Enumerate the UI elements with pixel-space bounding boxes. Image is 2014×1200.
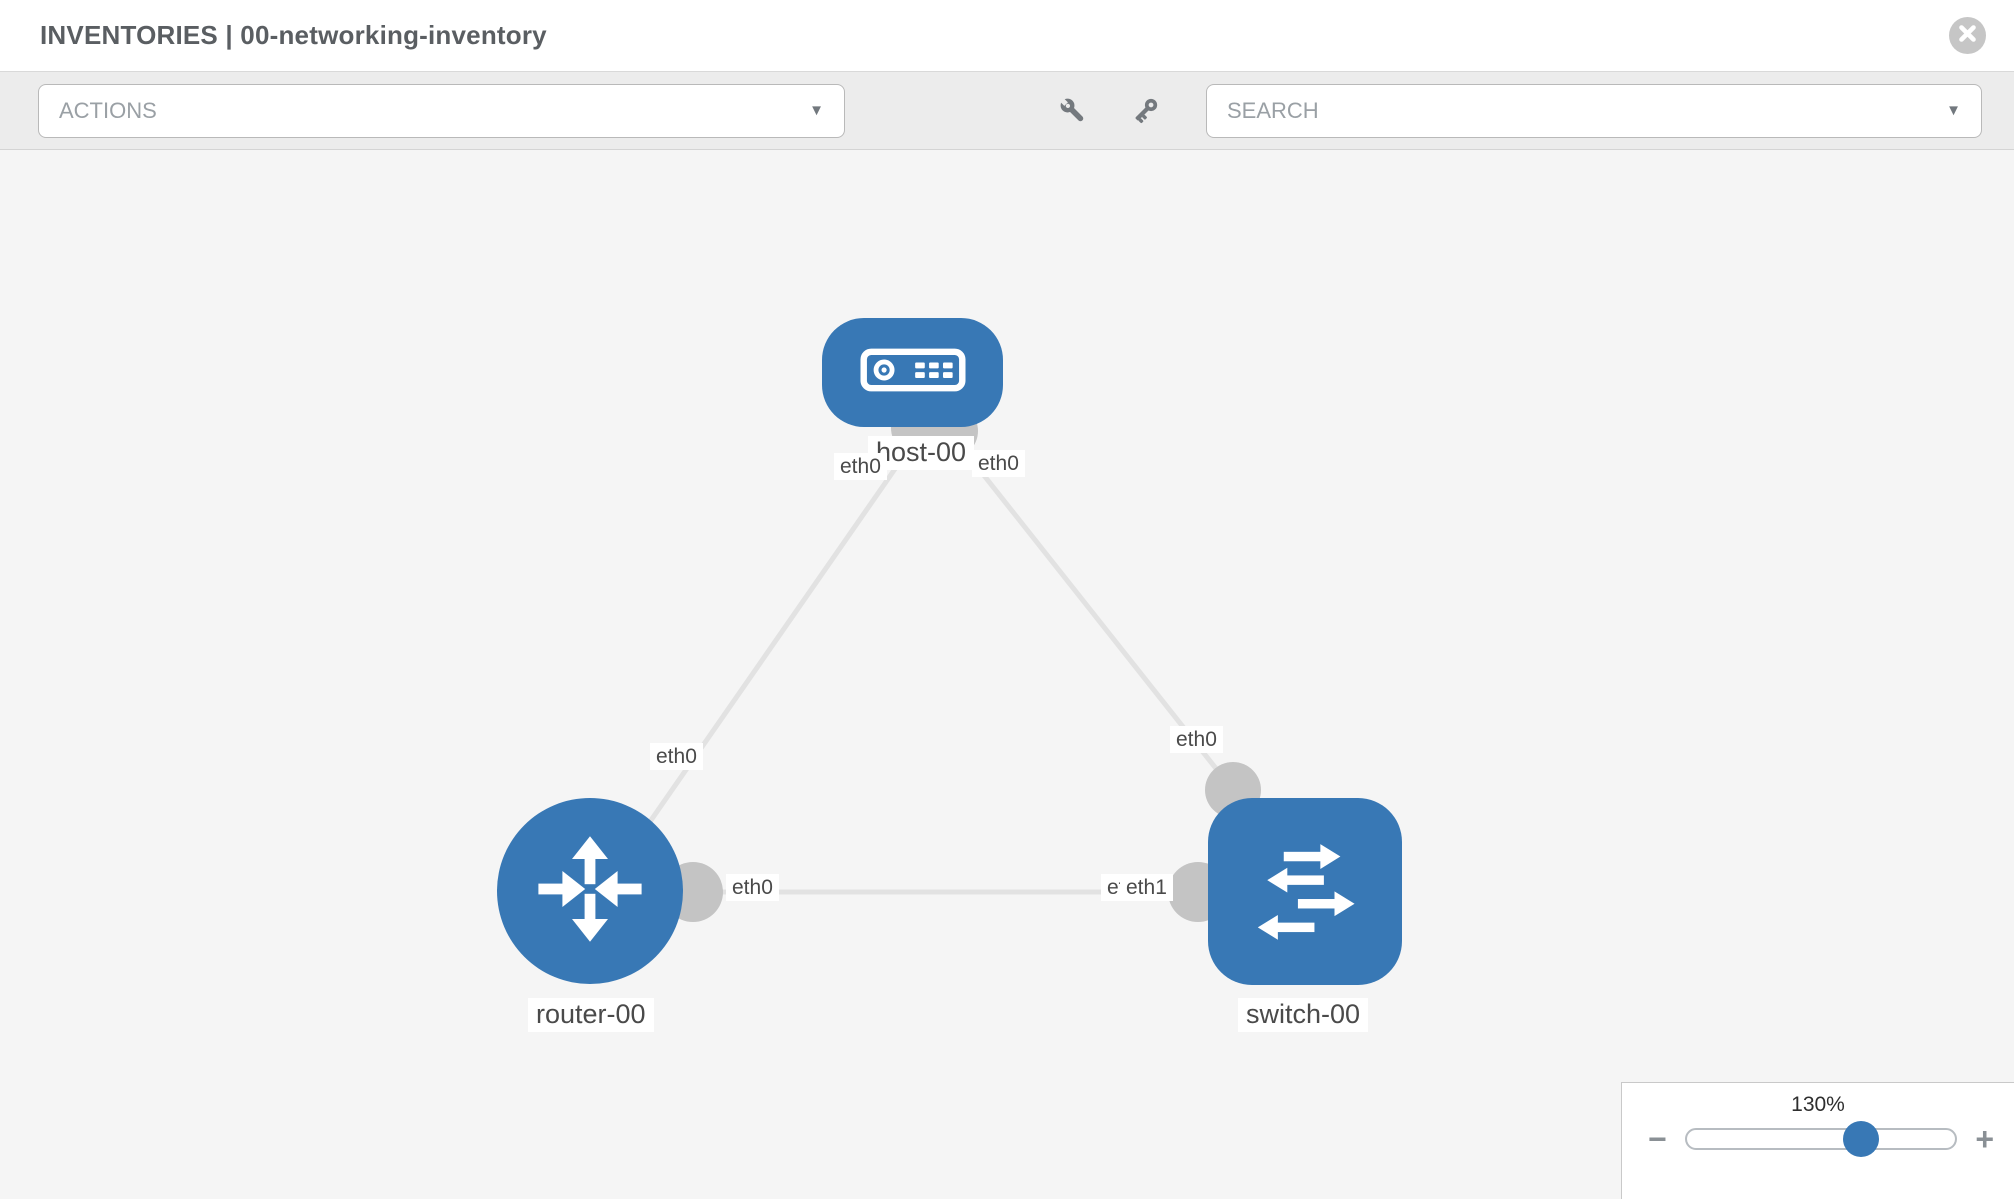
zoom-slider-track[interactable] bbox=[1684, 1121, 1958, 1157]
interface-label: eth0 bbox=[726, 874, 779, 902]
chevron-down-icon: ▼ bbox=[1946, 102, 1961, 119]
zoom-slider-handle[interactable] bbox=[1843, 1121, 1880, 1157]
interface-label: eth0 bbox=[834, 453, 887, 481]
interface-label: eth0 bbox=[972, 450, 1025, 478]
node-router-00[interactable] bbox=[497, 798, 683, 984]
search-dropdown[interactable]: SEARCH ▼ bbox=[1206, 83, 1982, 138]
topology-canvas[interactable]: host-00 eth0 eth0 eth0 eth0 eth0 eth0 et… bbox=[0, 150, 2014, 1199]
host-device-icon bbox=[859, 340, 967, 405]
zoom-in-button[interactable]: + bbox=[1975, 1121, 1994, 1157]
node-switch-00[interactable] bbox=[1208, 798, 1402, 985]
node-host-00[interactable] bbox=[822, 318, 1003, 427]
toolbar: ACTIONS ▼ bbox=[0, 72, 2014, 150]
node-label-switch: switch-00 bbox=[1238, 998, 1369, 1032]
switch-icon bbox=[1246, 830, 1364, 953]
actions-dropdown[interactable]: ACTIONS ▼ bbox=[38, 83, 845, 138]
close-button[interactable] bbox=[1949, 17, 1986, 54]
wrench-icon[interactable] bbox=[1057, 95, 1089, 127]
zoom-out-button[interactable]: − bbox=[1648, 1121, 1667, 1157]
zoom-level-value: 130% bbox=[1791, 1093, 1845, 1116]
zoom-control-panel: 130% − + bbox=[1621, 1082, 2014, 1199]
page-title: INVENTORIES | 00-networking-inventory bbox=[40, 20, 547, 50]
actions-dropdown-label: ACTIONS bbox=[59, 97, 157, 123]
interface-label: eth0 bbox=[650, 743, 703, 771]
topology-links-layer bbox=[594, 401, 1261, 922]
key-icon[interactable] bbox=[1129, 95, 1161, 127]
interface-label: eth0 bbox=[1170, 726, 1223, 754]
chevron-down-icon: ▼ bbox=[809, 102, 824, 119]
search-dropdown-label: SEARCH bbox=[1227, 97, 1319, 123]
window-header: INVENTORIES | 00-networking-inventory bbox=[0, 0, 2014, 72]
close-icon bbox=[1959, 24, 1976, 47]
toolbar-icon-group bbox=[1057, 95, 1161, 127]
interface-label: eth1 bbox=[1120, 874, 1173, 902]
node-label-router: router-00 bbox=[528, 998, 654, 1032]
router-icon bbox=[530, 829, 650, 954]
